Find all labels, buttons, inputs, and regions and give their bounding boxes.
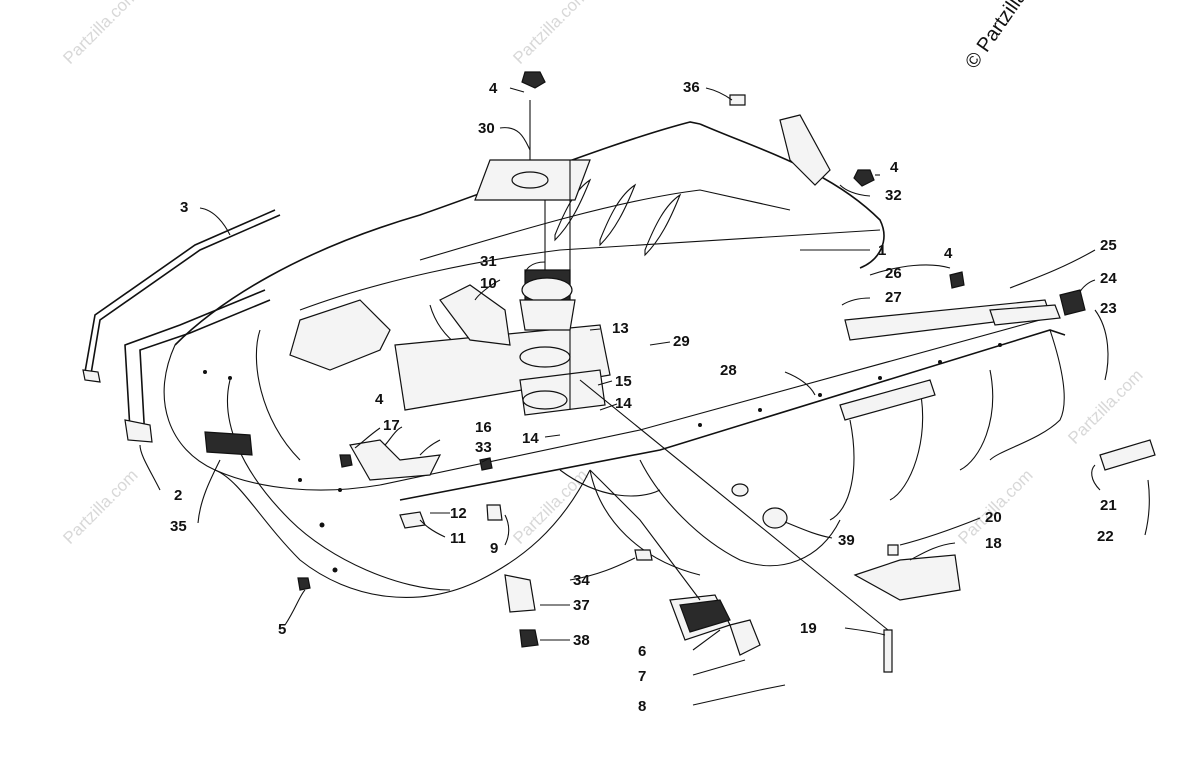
callout-27: 27 <box>885 289 902 306</box>
brand-watermark-2: Partzilla.com <box>509 0 591 68</box>
callout-14-left: 14 <box>522 430 539 447</box>
callout-31: 31 <box>480 253 497 270</box>
rim-rivets <box>203 343 1002 573</box>
callout-4-top: 4 <box>489 80 498 97</box>
right-side-parts <box>729 94 1156 601</box>
callout-25: 25 <box>1100 237 1117 254</box>
callout-39: 39 <box>838 532 855 549</box>
callout-20: 20 <box>985 509 1002 526</box>
belly-pan <box>163 121 1066 598</box>
lower-parts <box>297 454 899 673</box>
callout-14-right: 14 <box>615 395 632 412</box>
callout-11: 11 <box>450 530 466 547</box>
callout-15: 15 <box>615 373 632 390</box>
callout-36: 36 <box>683 79 700 96</box>
callout-4-right-top: 4 <box>890 159 899 176</box>
callout-6: 6 <box>638 643 646 660</box>
callout-33: 33 <box>475 439 492 456</box>
callout-24: 24 <box>1100 270 1117 287</box>
callout-4-right-mid: 4 <box>944 245 953 262</box>
console-assembly <box>289 71 611 481</box>
callout-38: 38 <box>573 632 590 649</box>
left-trim-parts <box>82 209 281 456</box>
watermarks: © Partzilla.com Partzilla.com Partzilla.… <box>59 0 1146 548</box>
callout-8: 8 <box>638 698 646 715</box>
callout-22: 22 <box>1097 528 1114 545</box>
callout-labels: 1 2 3 4 4 4 4 5 6 7 8 9 10 11 12 13 14 1… <box>170 79 1117 715</box>
callout-16: 16 <box>475 419 492 436</box>
callout-37: 37 <box>573 597 590 614</box>
callout-32: 32 <box>885 187 902 204</box>
callout-7: 7 <box>638 668 646 685</box>
callout-18: 18 <box>985 535 1002 552</box>
callout-17: 17 <box>383 417 400 434</box>
callout-3: 3 <box>180 199 188 216</box>
callout-23: 23 <box>1100 300 1117 317</box>
callout-4-left: 4 <box>375 391 384 408</box>
callout-1: 1 <box>878 242 886 259</box>
callout-19: 19 <box>800 620 817 637</box>
brand-watermark-3: Partzilla.com <box>59 466 141 548</box>
callout-5: 5 <box>278 621 286 638</box>
callout-12: 12 <box>450 505 467 522</box>
callout-34: 34 <box>573 572 590 589</box>
callout-10: 10 <box>480 275 497 292</box>
brand-watermark-4: Partzilla.com <box>509 466 591 548</box>
callout-28: 28 <box>720 362 737 379</box>
leader-lines <box>139 87 1150 706</box>
callout-26: 26 <box>885 265 902 282</box>
callout-35: 35 <box>170 518 187 535</box>
callout-9: 9 <box>490 540 498 557</box>
copyright-watermark: © Partzilla.com <box>961 0 1056 73</box>
callout-2: 2 <box>174 487 182 504</box>
brand-watermark-1: Partzilla.com <box>59 0 141 68</box>
callout-30: 30 <box>478 120 495 137</box>
callout-13: 13 <box>612 320 629 337</box>
callout-21: 21 <box>1100 497 1117 514</box>
callout-29: 29 <box>673 333 690 350</box>
